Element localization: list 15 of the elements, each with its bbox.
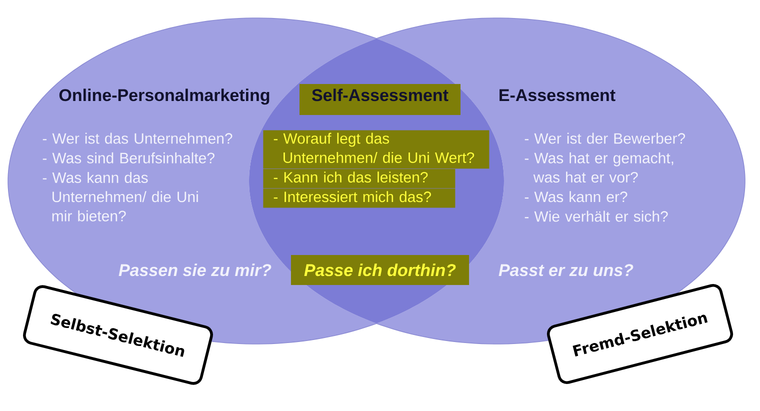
- highlighted-heading: Self-Assessment: [300, 84, 460, 115]
- bullet-item: - Was sind Berufsinhalte?: [42, 152, 214, 164]
- question-text: Passen sie zu mir?: [118, 264, 272, 276]
- bullet-item: - Was kann er?: [524, 191, 628, 202]
- question-text: Passt er zu uns?: [498, 264, 634, 276]
- heading: E-Assessment: [500, 89, 616, 102]
- highlighted-item: - Kann ich das leisten?: [263, 169, 456, 188]
- bullet-item: - Was kann das Unternehmen/ die Uni mir bieten?: [42, 172, 198, 222]
- highlighted-question: Passe ich dorthin?: [290, 255, 470, 285]
- highlighted-item: - Interessiert mich das?: [263, 188, 456, 208]
- bullet-item: - Wie verhält er sich?: [524, 210, 668, 222]
- heading: Online-Personalmarketing: [59, 88, 270, 105]
- bullet-item: - Wer ist der Bewerber?: [524, 132, 686, 144]
- bullet-item: - Was hat er gemacht, was hat er vor?: [524, 152, 674, 183]
- bullet-item: - Wer ist das Unternehmen?: [42, 132, 232, 144]
